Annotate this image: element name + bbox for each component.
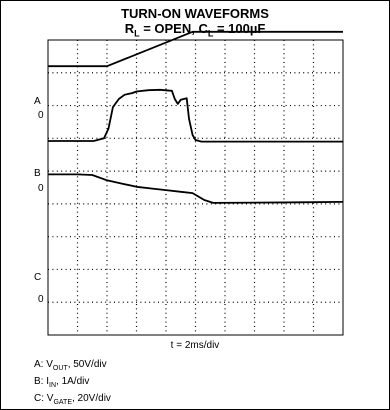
- legend-c-symbol: V: [46, 393, 54, 404]
- legend-a-scale: , 50V/div: [67, 359, 107, 370]
- legend-a-symbol: V: [46, 359, 53, 370]
- trace-c: [48, 173, 344, 204]
- cl-subscript: L: [207, 28, 214, 39]
- legend-item-b: B: IIN, 1A/div: [34, 375, 111, 392]
- legend-c-scale: , 20V/div: [72, 393, 111, 404]
- legend-a-subscript: OUT: [52, 365, 68, 372]
- x-axis-label: t = 2ms/div: [171, 340, 220, 351]
- legend-c-prefix: C:: [34, 393, 47, 404]
- rl-value: = OPEN,: [139, 21, 199, 36]
- legend-b-symbol: I: [46, 376, 50, 387]
- legend-item-a: A: VOUT, 50V/div: [34, 358, 111, 375]
- legend-b-prefix: B:: [34, 376, 47, 387]
- channel-b-label: B: [34, 168, 41, 179]
- channel-b-zero-label: 0: [38, 183, 44, 194]
- channel-c-label: C: [34, 272, 41, 283]
- trace-b: [48, 88, 343, 143]
- chart-title: TURN-ON WAVEFORMS: [121, 6, 269, 21]
- rl-subscript: L: [134, 28, 140, 39]
- legend-b-scale: , 1A/div: [56, 376, 90, 387]
- cl-symbol: C: [198, 21, 208, 36]
- legend: A: VOUT, 50V/div B: IIN, 1A/div C: VGATE…: [34, 358, 111, 409]
- legend-b-subscript: IN: [49, 382, 57, 389]
- plot-traces: [48, 30, 344, 204]
- channel-a-label: A: [34, 96, 41, 107]
- rl-symbol: R: [124, 21, 135, 36]
- trace-a: [48, 30, 343, 68]
- legend-c-subscript: GATE: [53, 399, 72, 406]
- legend-a-prefix: A:: [34, 359, 47, 370]
- channel-a-zero-label: 0: [38, 110, 44, 121]
- plot-grid: [48, 40, 343, 335]
- channel-c-zero-label: 0: [38, 294, 44, 305]
- legend-item-c: C: VGATE, 20V/div: [34, 392, 111, 409]
